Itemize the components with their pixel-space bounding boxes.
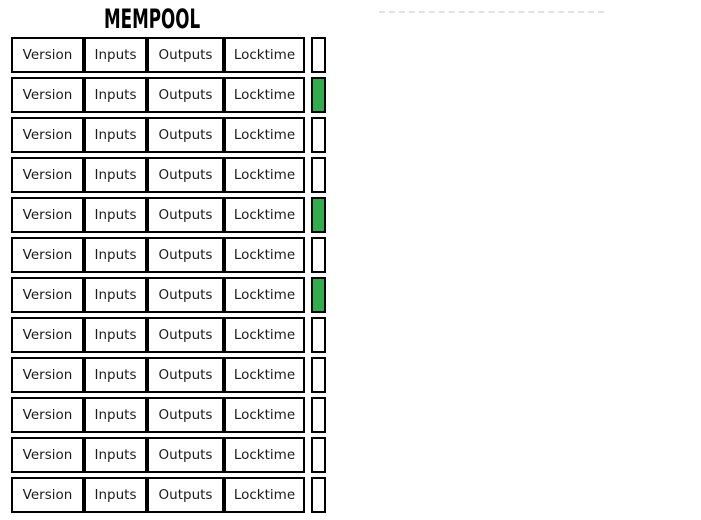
outputs-box: Outputs	[147, 477, 224, 513]
inputs-box: Inputs	[84, 397, 147, 433]
status-box-white	[311, 397, 326, 433]
version-box: Version	[11, 277, 84, 313]
inputs-box: Inputs	[84, 437, 147, 473]
status-box-white	[311, 477, 326, 513]
locktime-box: Locktime	[224, 77, 305, 113]
transaction-row: Version Inputs Outputs Locktime	[11, 477, 326, 513]
transaction-row: Version Inputs Outputs Locktime	[11, 77, 326, 113]
mempool-list: Version Inputs Outputs Locktime Version …	[11, 37, 326, 517]
version-box: Version	[11, 117, 84, 153]
inputs-box: Inputs	[84, 357, 147, 393]
outputs-box: Outputs	[147, 197, 224, 233]
status-box-white	[311, 157, 326, 193]
transaction-row: Version Inputs Outputs Locktime	[11, 397, 326, 433]
outputs-box: Outputs	[147, 237, 224, 273]
transaction-row: Version Inputs Outputs Locktime	[11, 357, 326, 393]
locktime-box: Locktime	[224, 277, 305, 313]
inputs-box: Inputs	[84, 317, 147, 353]
transaction-row: Version Inputs Outputs Locktime	[11, 277, 326, 313]
transaction-row: Version Inputs Outputs Locktime	[11, 197, 326, 233]
locktime-box: Locktime	[224, 37, 305, 73]
inputs-box: Inputs	[84, 117, 147, 153]
inputs-box: Inputs	[84, 477, 147, 513]
locktime-box: Locktime	[224, 237, 305, 273]
status-box-white	[311, 37, 326, 73]
outputs-box: Outputs	[147, 117, 224, 153]
version-box: Version	[11, 477, 84, 513]
inputs-box: Inputs	[84, 277, 147, 313]
transaction-row: Version Inputs Outputs Locktime	[11, 437, 326, 473]
version-box: Version	[11, 317, 84, 353]
version-box: Version	[11, 37, 84, 73]
locktime-box: Locktime	[224, 317, 305, 353]
inputs-box: Inputs	[84, 237, 147, 273]
dashed-divider-line	[379, 11, 604, 13]
version-box: Version	[11, 357, 84, 393]
locktime-box: Locktime	[224, 397, 305, 433]
locktime-box: Locktime	[224, 117, 305, 153]
locktime-box: Locktime	[224, 357, 305, 393]
inputs-box: Inputs	[84, 157, 147, 193]
status-box-white	[311, 237, 326, 273]
locktime-box: Locktime	[224, 437, 305, 473]
outputs-box: Outputs	[147, 277, 224, 313]
outputs-box: Outputs	[147, 317, 224, 353]
outputs-box: Outputs	[147, 437, 224, 473]
version-box: Version	[11, 437, 84, 473]
mempool-title: MEMPOOL	[104, 4, 201, 35]
transaction-row: Version Inputs Outputs Locktime	[11, 317, 326, 353]
version-box: Version	[11, 77, 84, 113]
status-box-green	[311, 77, 326, 113]
outputs-box: Outputs	[147, 77, 224, 113]
locktime-box: Locktime	[224, 197, 305, 233]
outputs-box: Outputs	[147, 397, 224, 433]
inputs-box: Inputs	[84, 37, 147, 73]
status-box-white	[311, 317, 326, 353]
inputs-box: Inputs	[84, 197, 147, 233]
status-box-green	[311, 197, 326, 233]
status-box-white	[311, 437, 326, 473]
locktime-box: Locktime	[224, 477, 305, 513]
transaction-row: Version Inputs Outputs Locktime	[11, 37, 326, 73]
status-box-green	[311, 277, 326, 313]
locktime-box: Locktime	[224, 157, 305, 193]
version-box: Version	[11, 397, 84, 433]
outputs-box: Outputs	[147, 357, 224, 393]
version-box: Version	[11, 197, 84, 233]
outputs-box: Outputs	[147, 157, 224, 193]
transaction-row: Version Inputs Outputs Locktime	[11, 117, 326, 153]
version-box: Version	[11, 157, 84, 193]
status-box-white	[311, 357, 326, 393]
outputs-box: Outputs	[147, 37, 224, 73]
status-box-white	[311, 117, 326, 153]
version-box: Version	[11, 237, 84, 273]
transaction-row: Version Inputs Outputs Locktime	[11, 157, 326, 193]
transaction-row: Version Inputs Outputs Locktime	[11, 237, 326, 273]
inputs-box: Inputs	[84, 77, 147, 113]
